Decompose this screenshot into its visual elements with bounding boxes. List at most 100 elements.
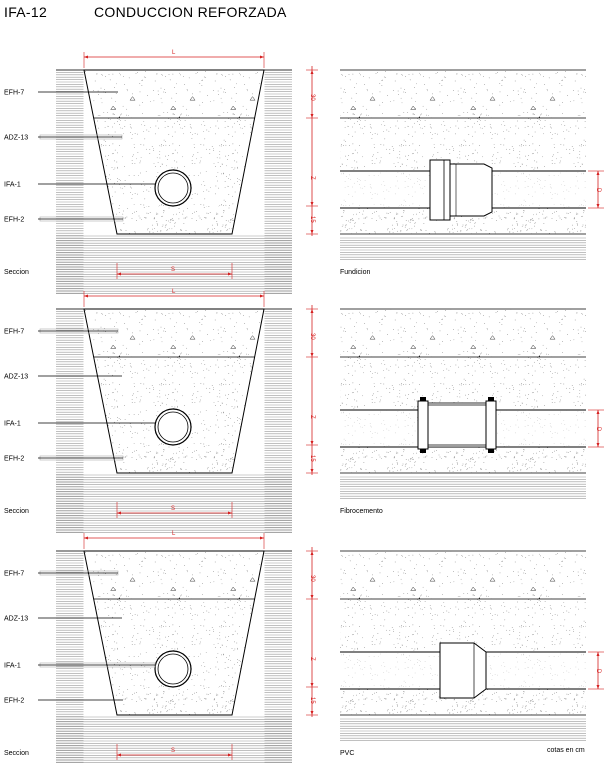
bedding-dimension-text: 15 (309, 455, 315, 462)
diameter-dimension: D (588, 170, 604, 209)
dimension-arrow (228, 753, 232, 757)
layer-surface (84, 70, 264, 118)
dimension-arrow (228, 511, 232, 515)
layer-code-label: IFA-1 (4, 182, 21, 189)
layer-surface (84, 309, 264, 357)
dimension-text: S (171, 267, 175, 273)
dimension-arrow (310, 683, 314, 687)
pipe-joint (439, 642, 487, 699)
dimension-arrow (84, 55, 88, 59)
pipe-joint (417, 397, 497, 453)
layer-bedding (111, 445, 238, 473)
dimension-arrow (596, 204, 600, 208)
dimension-arrow (310, 711, 314, 715)
drawing-title: CONDUCCION REFORZADA (94, 4, 287, 20)
ground-hatch-left (56, 69, 84, 294)
dimension-top-width: L (83, 289, 265, 307)
elev-layer-surface (340, 70, 586, 118)
diameter-dimension-text: D (595, 188, 601, 193)
trench-outline (83, 308, 265, 474)
layer-code-label: EFH-2 (4, 698, 24, 705)
trench-outline (83, 550, 265, 716)
dimension-top-width: L (83, 50, 265, 68)
dimension-arrow (117, 511, 121, 515)
leader-4: EFH-2 (4, 217, 124, 224)
bolt-head (420, 397, 426, 401)
elev-layer-surface (340, 309, 586, 357)
dimension-bottom-width: S (116, 744, 233, 760)
dimension-arrow (84, 294, 88, 298)
dimension-text: L (172, 50, 176, 56)
ground-hatch-under (56, 235, 292, 294)
bedding-dimension-text: 15 (309, 697, 315, 704)
coupling-flange-right (485, 400, 497, 450)
dimension-bottom-width: S (116, 263, 233, 279)
ground-hatch-right (264, 308, 292, 533)
layer-code-label: ADZ-13 (4, 616, 28, 623)
elev-layer-bedding (340, 445, 586, 473)
ground-hatch-under (56, 716, 292, 763)
coupling-sleeve (422, 402, 492, 448)
dimension-arrow (260, 55, 264, 59)
section-caption: Seccion (4, 508, 29, 515)
diameter-dimension-text: D (595, 669, 601, 674)
leader-2: ADZ-13 (4, 374, 122, 381)
dimension-arrow (228, 272, 232, 276)
dimension-text: L (172, 289, 176, 295)
dimension-arrow (260, 536, 264, 540)
leader-1: EFH-7 (4, 90, 118, 97)
leader-1: EFH-7 (4, 329, 119, 336)
bolt-head (420, 449, 426, 453)
dimension-arrow (260, 294, 264, 298)
ground-under-mask (88, 715, 264, 763)
leader-3: IFA-1 (4, 663, 156, 670)
dimension-text: S (171, 506, 175, 512)
dimension-arrow (310, 309, 314, 313)
ground-hatch-left (56, 550, 84, 763)
diameter-dimension: D (588, 651, 604, 690)
dimension-top-width: L (83, 531, 265, 549)
leader-3: IFA-1 (4, 421, 155, 428)
trench-outline (83, 69, 265, 235)
elev-ground-hatch (340, 237, 586, 260)
depth-dimension-text: Z (309, 176, 315, 180)
dimension-bottom-width: S (116, 502, 233, 518)
layer-bedding (111, 206, 238, 234)
dimension-arrow (117, 753, 121, 757)
dimension-arrow (310, 70, 314, 74)
pipe-inner (157, 411, 189, 443)
dimension-arrow (596, 171, 600, 175)
units-note: cotas en cm (547, 747, 585, 754)
elev-ground-hatch (340, 718, 586, 741)
cover-dimension-text: 30 (309, 94, 315, 101)
dimension-arrow (310, 114, 314, 118)
dimension-arrow (596, 652, 600, 656)
dimension-arrow (310, 469, 314, 473)
ground-hatch-right (264, 69, 292, 294)
leader-4: EFH-2 (4, 456, 124, 463)
dimension-arrow (596, 685, 600, 689)
socket (449, 163, 493, 217)
dimension-arrow (310, 441, 314, 445)
layer-code-label: EFH-7 (4, 90, 24, 97)
bolt-head (488, 449, 494, 453)
detail-rows: EFH-7ADZ-13IFA-1EFH-2LSSeccion30Z15DFund… (4, 50, 604, 763)
ground-hatch-left (56, 308, 84, 533)
section-caption: Seccion (4, 750, 29, 757)
detail-row-2: EFH-7ADZ-13IFA-1EFH-2LSSeccion30Z15DFibr… (4, 289, 604, 535)
bell-socket (439, 642, 487, 699)
layer-code-label: EFH-7 (4, 329, 24, 336)
detail-row-1: EFH-7ADZ-13IFA-1EFH-2LSSeccion30Z15DFund… (4, 50, 604, 296)
dimension-arrow (310, 202, 314, 206)
layer-surface (84, 551, 264, 599)
coupling-flange-left (417, 400, 429, 450)
leader-2: ADZ-13 (4, 135, 123, 142)
pipe-joint (429, 159, 493, 221)
